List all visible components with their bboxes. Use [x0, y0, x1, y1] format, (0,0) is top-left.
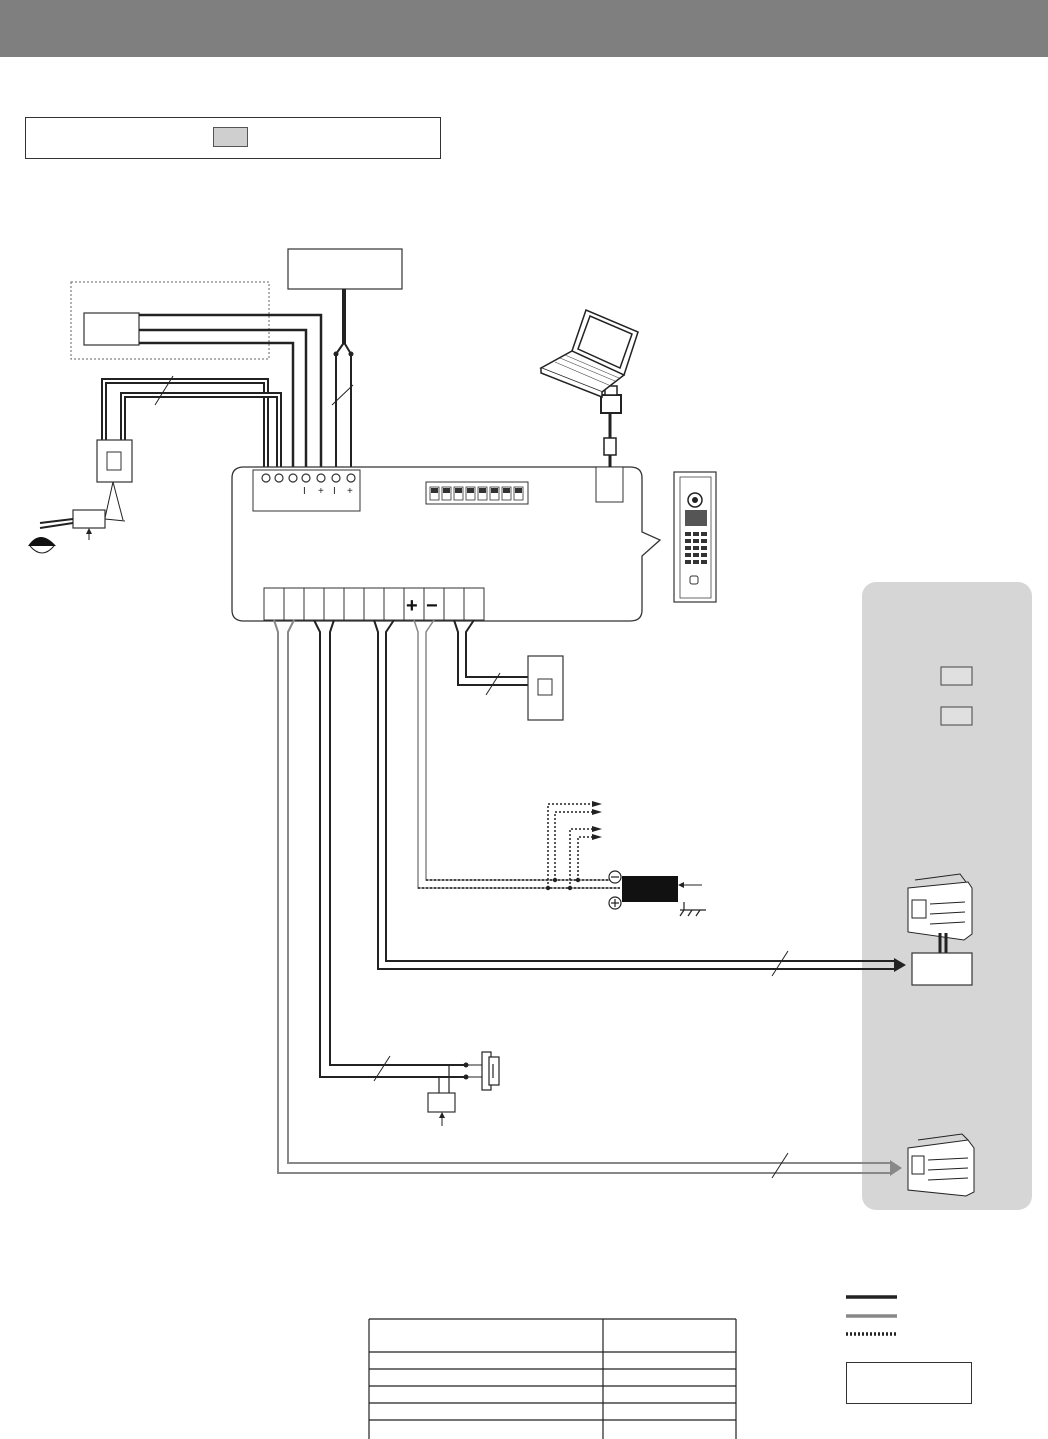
usb-port — [595, 466, 624, 503]
dip-switch-block — [425, 481, 529, 505]
svg-text:I: I — [303, 486, 306, 497]
power-supply — [622, 876, 678, 902]
header-bar — [0, 0, 1048, 57]
svg-text:+: + — [406, 595, 418, 617]
svg-text:−: − — [426, 595, 438, 617]
relay-box — [911, 952, 973, 986]
panel-chip-1 — [940, 666, 973, 686]
dotted-region — [70, 281, 270, 360]
bell-icon — [28, 537, 56, 546]
svg-text:I: I — [333, 486, 336, 497]
panel-chip-2 — [940, 706, 973, 726]
relay-module-bottom — [907, 1133, 975, 1197]
adapter-box — [72, 509, 106, 529]
relay-module-top — [907, 873, 973, 941]
svg-text:+: + — [347, 486, 353, 497]
title-chip — [213, 127, 248, 147]
ground-icon — [679, 902, 706, 917]
strike-power-box — [427, 1092, 456, 1113]
laptop-icon — [539, 308, 639, 399]
camera-box — [83, 312, 140, 346]
top-box — [287, 248, 403, 290]
title-box — [25, 117, 441, 159]
svg-text:+: + — [318, 486, 324, 497]
legend-box — [846, 1362, 972, 1404]
door-strike-icon — [481, 1051, 500, 1091]
